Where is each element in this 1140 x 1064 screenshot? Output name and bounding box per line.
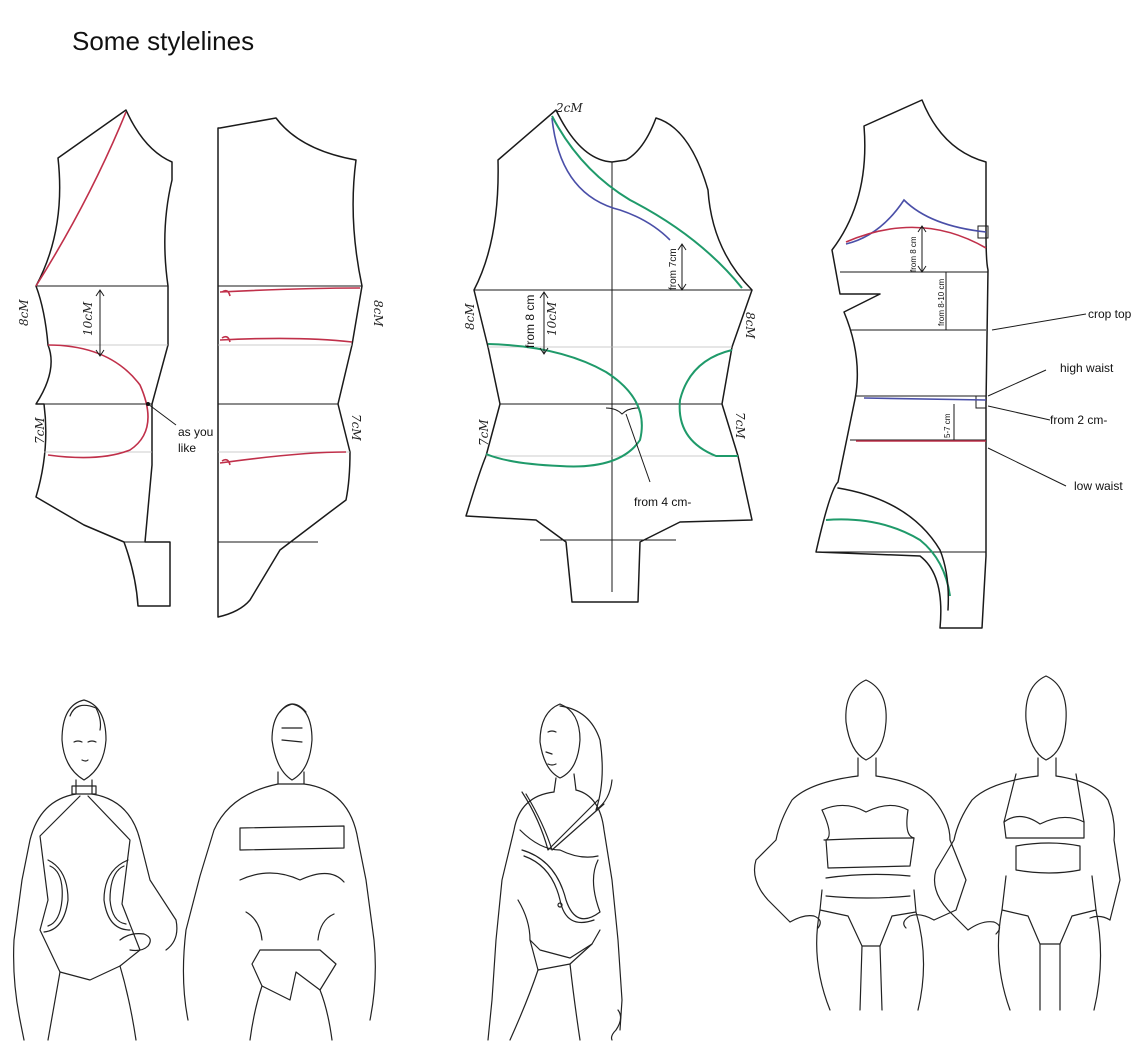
pattern-1-front-left-mark: 8cM xyxy=(17,299,31,326)
pattern-2-arrow-8 xyxy=(539,291,549,355)
pattern-1-back-notch-1 xyxy=(221,289,231,297)
pattern-3-leader-crop xyxy=(991,313,1087,331)
pattern-1-front-strap-line xyxy=(35,111,127,287)
pattern-2-left-upper-mark: 8cM xyxy=(463,303,477,330)
pattern-1-note-line1: as you xyxy=(178,425,213,439)
figure-cutout-front xyxy=(13,699,178,1041)
pattern-1-note-dot xyxy=(146,402,150,406)
figure-asymmetric-side xyxy=(487,703,623,1041)
pattern-2-notch xyxy=(605,407,639,415)
pattern-1-back-line-2 xyxy=(219,337,353,343)
pattern-2-leader-4 xyxy=(625,413,651,483)
pattern-1-front-arrow xyxy=(95,289,105,357)
pattern-3-mark-rect-1 xyxy=(977,225,989,239)
figure-cutout-back xyxy=(182,703,376,1041)
pattern-1-back-line-1 xyxy=(219,287,361,293)
pattern-1-front-mid-mark: 10cM xyxy=(81,301,95,336)
pattern-2-strap-green xyxy=(551,115,743,289)
pattern-3-from-2: from 2 cm- xyxy=(1050,413,1107,427)
pattern-3-from-8-10: from 8-10 cm xyxy=(937,279,946,326)
pattern-2-right-upper-mark: 8cM xyxy=(743,312,757,339)
figure-crop-top-low-waist xyxy=(753,679,967,1011)
pattern-1-front-outline xyxy=(35,109,173,607)
pattern-3-outline xyxy=(815,99,989,629)
pattern-1-back-upper-mark: 8cM xyxy=(371,300,385,327)
pattern-3-low-waist-label: low waist xyxy=(1074,479,1123,493)
pattern-2-left-lower-mark: 7cM xyxy=(477,419,491,446)
pattern-1-back-notch-2 xyxy=(221,335,231,343)
pattern-2-from-4: from 4 cm- xyxy=(634,495,691,509)
pattern-3-mark-rect-2 xyxy=(975,395,987,409)
pattern-3-leader-high xyxy=(987,369,1047,397)
pattern-2-from-7: from 7cm xyxy=(668,248,679,290)
pattern-1-back-lower-mark: 7cM xyxy=(349,414,363,441)
pattern-1-back-notch-3 xyxy=(221,458,231,466)
pattern-2-strap-blue xyxy=(551,117,671,241)
pattern-1: 8cM 10cM 7cM as you like 8cM 7cM xyxy=(17,109,385,618)
pattern-2-from-8: from 8 cm xyxy=(523,295,537,348)
pattern-3-leader-low xyxy=(987,447,1067,487)
pattern-3-leg-green xyxy=(825,518,951,597)
page-title: Some stylelines xyxy=(72,26,255,56)
pattern-3-from-8: from 8 cm xyxy=(909,236,918,272)
pattern-3-high-waist xyxy=(863,397,987,401)
pattern-3-high-waist-label: high waist xyxy=(1060,361,1114,375)
pattern-1-front-lower-mark: 7cM xyxy=(33,417,47,444)
pattern-1-back-line-3 xyxy=(219,451,347,464)
pattern-3-bust-red xyxy=(845,226,987,249)
figure-crop-top-high-waist xyxy=(933,675,1121,1011)
pattern-2-right-lower-mark: 7cM xyxy=(733,412,747,439)
pattern-2-top-mark: 2cM xyxy=(555,101,583,115)
pattern-3-leader-from2 xyxy=(987,405,1051,421)
pattern-2-cutout-left xyxy=(485,343,643,468)
pattern-1-note-leader xyxy=(147,403,177,426)
pattern-3-leg-black xyxy=(837,487,950,611)
pattern-2-mid-mark: 10cM xyxy=(545,301,559,336)
pattern-3-five-seven: 5-7 cm xyxy=(943,413,952,438)
pattern-3-bust-blue xyxy=(845,198,987,245)
pattern-2-arrow-7 xyxy=(677,243,687,291)
pattern-1-front-cutout-line xyxy=(47,344,149,459)
pattern-3-arrow-8 xyxy=(917,225,927,273)
pattern-3-crop-top: crop top xyxy=(1088,307,1132,321)
pattern-2-cutout-right xyxy=(678,349,738,457)
pattern-1-note-line2: like xyxy=(178,441,196,455)
pattern-2-outline xyxy=(465,109,753,603)
pattern-2: 2cM 8cM from 8 cm 10cM from 7cm 8cM 7cM … xyxy=(463,101,757,603)
pattern-3: from 8 cm from 8-10 cm 5-7 cm crop top h… xyxy=(815,99,1132,629)
